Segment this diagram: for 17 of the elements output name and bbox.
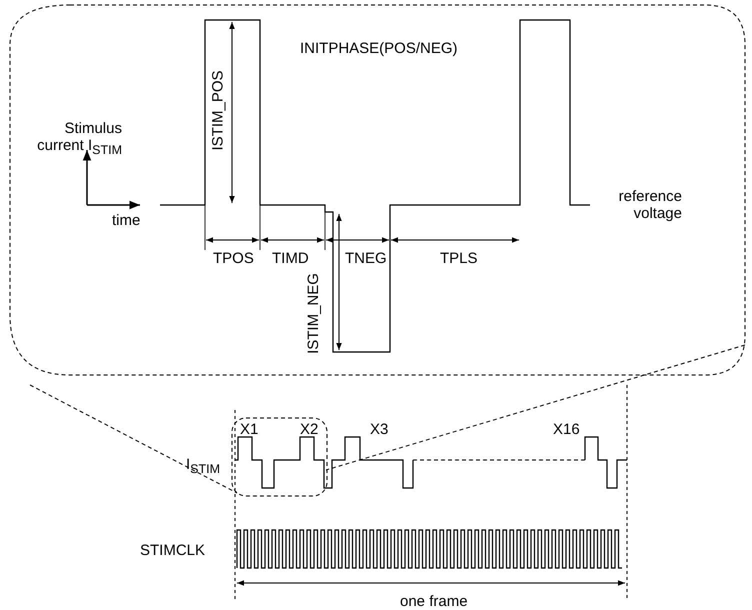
signal-label: STIMCLK — [140, 542, 206, 559]
dimension-label: TIMD — [272, 250, 309, 267]
pulse-label: X3 — [370, 421, 388, 438]
phase-label: INITPHASE(POS/NEG) — [300, 40, 458, 57]
axis-label: time — [112, 212, 140, 229]
dimension-label: TPOS — [213, 250, 254, 267]
dimension-label: TNEG — [345, 250, 387, 267]
dimension-label: ISTIM_NEG — [304, 273, 322, 354]
axis-label: Stimulus current I$_{STIM}$ — [36, 120, 122, 159]
dimension-label: ISTIM_POS — [210, 70, 227, 151]
pulse-label: X1 — [240, 421, 258, 438]
dimension-label: TPLS — [440, 250, 478, 267]
pulse-label: X2 — [300, 421, 318, 438]
signal-label: reference voltage — [618, 188, 682, 222]
dimension-label: one frame — [400, 593, 468, 610]
pulse-label: X16 — [553, 421, 580, 438]
signal-label: I$_{STIM}$ — [186, 456, 220, 478]
